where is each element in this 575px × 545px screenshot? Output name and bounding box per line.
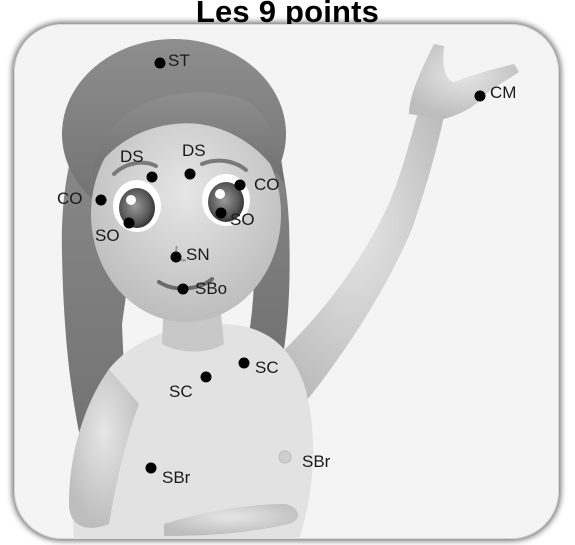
point-ds-right-marker: [185, 169, 196, 180]
point-co-right-marker: [235, 180, 246, 191]
point-so-left-marker: [124, 218, 135, 229]
point-sc-right-marker: [239, 358, 250, 369]
point-sc-right-label: SC: [255, 359, 279, 376]
point-cm-label: CM: [490, 84, 516, 101]
point-sn-marker: [171, 252, 182, 263]
point-co-right-label: CO: [254, 176, 280, 193]
point-ds-right-label: DS: [182, 142, 206, 159]
point-sbr-right-marker: [280, 452, 291, 463]
point-ds-left-label: DS: [120, 148, 144, 165]
point-co-left-label: CO: [57, 190, 83, 207]
point-co-left-marker: [96, 195, 107, 206]
point-sbr-right-label: SBr: [302, 453, 330, 470]
point-sn-label: SN: [186, 246, 210, 263]
point-sbo-marker: [178, 284, 189, 295]
point-ds-left-marker: [147, 172, 158, 183]
point-sbo-label: SBo: [195, 280, 227, 297]
illustration-card: ST CM DS DS CO CO SO SO SN SBo SC SC SBr…: [14, 24, 559, 539]
point-sbr-left-marker: [146, 463, 157, 474]
point-st-marker: [155, 58, 166, 69]
point-sc-left-marker: [201, 372, 212, 383]
point-cm-marker: [475, 91, 486, 102]
point-sbr-left-label: SBr: [162, 469, 190, 486]
point-sc-left-label: SC: [169, 383, 193, 400]
point-st-label: ST: [168, 52, 190, 69]
point-so-right-label: SO: [230, 211, 255, 228]
point-so-right-marker: [216, 208, 227, 219]
point-so-left-label: SO: [95, 227, 120, 244]
